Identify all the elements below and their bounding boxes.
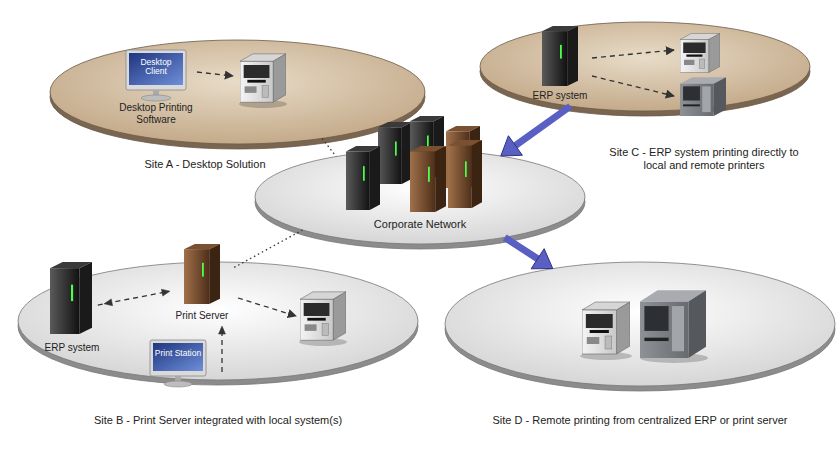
disc-outline xyxy=(445,262,835,392)
server-icon xyxy=(50,262,92,334)
disc-rim xyxy=(255,155,585,249)
label-holder: ERP system xyxy=(35,342,109,354)
label-holder: Site D - Remote printing from centralize… xyxy=(450,414,830,427)
shadow xyxy=(239,100,287,108)
label-holder: Site A - Desktop Solution xyxy=(110,158,300,171)
desktop-client: Desktop ClientDesktop Printing Software xyxy=(118,48,194,128)
site-disc: Site D - Remote printing from centralize… xyxy=(445,262,835,392)
label-holder: ERP system xyxy=(525,90,595,102)
print-job-arrow xyxy=(592,76,674,96)
label-text: Site C - ERP system printing directly to… xyxy=(598,146,810,172)
disc-top xyxy=(480,22,810,111)
server-icon xyxy=(410,146,446,212)
server-icon xyxy=(410,116,444,178)
connector-line xyxy=(234,230,302,267)
print-job-arrow xyxy=(197,72,233,76)
connector-line xyxy=(221,332,222,372)
label-text: Desktop Printing Software xyxy=(118,102,194,126)
disc-rim xyxy=(50,45,425,149)
disc-rim xyxy=(445,267,835,391)
connector xyxy=(501,106,571,156)
disc-top xyxy=(255,150,585,244)
arrowhead xyxy=(531,249,553,269)
arrowhead xyxy=(219,326,226,334)
shadow xyxy=(580,352,632,360)
label-holder: Site B - Print Server integrated with lo… xyxy=(43,414,393,427)
connector xyxy=(98,289,170,306)
server-icon xyxy=(448,140,482,208)
print-job-arrow xyxy=(592,50,674,58)
arrowhead xyxy=(501,136,523,156)
shadow xyxy=(640,353,708,363)
connector xyxy=(219,326,226,372)
server-icon xyxy=(184,244,220,304)
disc-top xyxy=(445,262,835,386)
print-station: Print Station xyxy=(148,340,208,390)
connector-line xyxy=(512,106,570,147)
industrial-printer xyxy=(640,290,706,358)
print-station-monitor xyxy=(150,340,206,387)
label-text: ERP system xyxy=(525,90,595,102)
label-text: Print Station xyxy=(154,349,202,358)
label-text: Corporate Network xyxy=(255,218,585,231)
label-printer xyxy=(240,54,286,102)
label-holder: Print Station xyxy=(154,349,202,358)
disc-outline xyxy=(50,40,425,150)
print-server: Print Server xyxy=(170,244,234,326)
server-icon xyxy=(542,26,578,86)
connector-line xyxy=(322,139,336,157)
connector-line xyxy=(505,237,541,260)
shadow xyxy=(299,338,347,346)
label-holder: Desktop Printing Software xyxy=(118,102,194,126)
server-icon xyxy=(446,126,480,188)
connector xyxy=(322,139,336,157)
label-text: Site B - Print Server integrated with lo… xyxy=(43,414,393,427)
print-job-arrow xyxy=(238,298,296,316)
site-disc: Site A - Desktop SolutionDesktop ClientD… xyxy=(50,40,425,150)
erp-server: ERP system xyxy=(530,26,590,106)
disc-top xyxy=(18,262,418,380)
site-disc: Site C - ERP system printing directly to… xyxy=(480,22,810,117)
label-holder: Site C - ERP system printing directly to… xyxy=(598,146,810,172)
site-disc: Site B - Print Server integrated with lo… xyxy=(18,262,418,386)
erp-server: ERP system xyxy=(40,262,104,358)
label-printer xyxy=(680,34,720,73)
disc-outline xyxy=(255,150,585,250)
desktop-monitor xyxy=(126,50,186,101)
arrowhead xyxy=(161,289,170,296)
disc-outline xyxy=(18,262,418,386)
server-icon xyxy=(346,146,380,210)
label-printer xyxy=(582,302,630,354)
connector-line xyxy=(98,292,164,305)
disc-outline xyxy=(480,22,810,117)
arrowhead xyxy=(104,299,113,306)
disc-top xyxy=(50,40,425,144)
connector xyxy=(234,230,302,267)
industrial-printer xyxy=(680,77,726,116)
label-text: Print Server xyxy=(166,310,238,322)
label-text: Site A - Desktop Solution xyxy=(110,158,300,171)
label-holder: Corporate Network xyxy=(255,218,585,231)
label-text: Desktop Client xyxy=(130,58,182,77)
label-holder: Desktop Client xyxy=(130,58,182,77)
label-text: ERP system xyxy=(35,342,109,354)
network-disc: Corporate Network xyxy=(255,150,585,250)
connector xyxy=(505,237,553,268)
label-printer xyxy=(300,292,346,340)
server-icon xyxy=(378,122,412,184)
disc-rim xyxy=(18,267,418,385)
disc-rim xyxy=(480,27,810,116)
label-holder: Print Server xyxy=(166,310,238,322)
label-text: Site D - Remote printing from centralize… xyxy=(450,414,830,427)
